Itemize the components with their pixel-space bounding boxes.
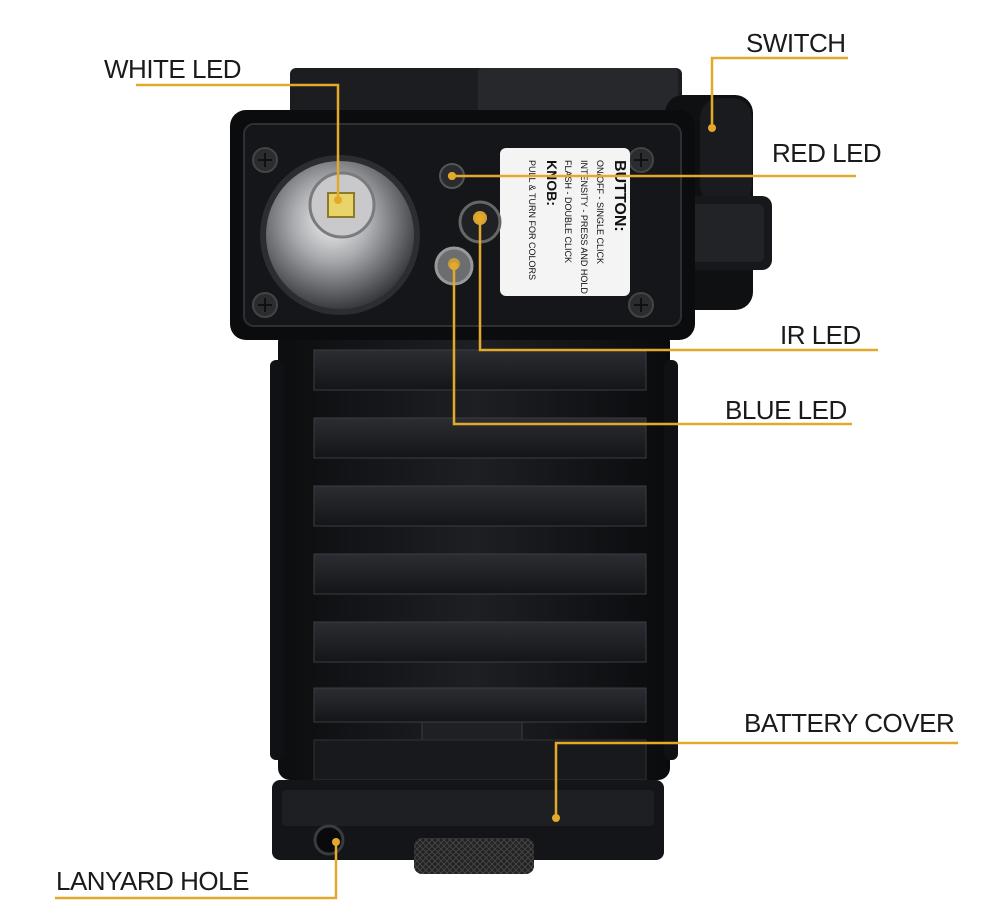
label-white-led: WHITE LED [104, 54, 242, 84]
body-ribs [313, 349, 647, 723]
plate-line: FLASH - DOUBLE CLICK [563, 160, 573, 263]
label-blue-led: BLUE LED [725, 395, 847, 425]
label-red-led: RED LED [772, 138, 882, 168]
white-led-lens [260, 155, 420, 315]
leader-ir-led [478, 218, 878, 352]
leader-white-led [136, 83, 340, 200]
plate-line: KNOB: [544, 160, 560, 206]
leader-lanyard-hole [55, 842, 338, 900]
plate-line: ON/OFF - SINGLE CLICK [595, 160, 605, 264]
leader-battery-cover [554, 741, 958, 818]
plate-line: INTENSITY - PRESS AND HOLD [579, 160, 589, 294]
plate-heading: BUTTON: [611, 160, 628, 232]
leader-dots [332, 124, 716, 846]
label-ir-led: IR LED [780, 320, 861, 350]
label-switch: SWITCH [746, 28, 846, 58]
instruction-plate: BUTTON: ON/OFF - SINGLE CLICK INTENSITY … [500, 148, 630, 296]
plate-line: PULL & TURN FOR COLORS [527, 160, 537, 280]
leader-blue-led [452, 266, 852, 426]
leader-lines [55, 56, 958, 900]
label-battery-cover: BATTERY COVER [744, 708, 955, 738]
label-lanyard-hole: LANYARD HOLE [56, 866, 249, 896]
battery-cover [272, 780, 664, 874]
leader-switch [710, 56, 848, 128]
